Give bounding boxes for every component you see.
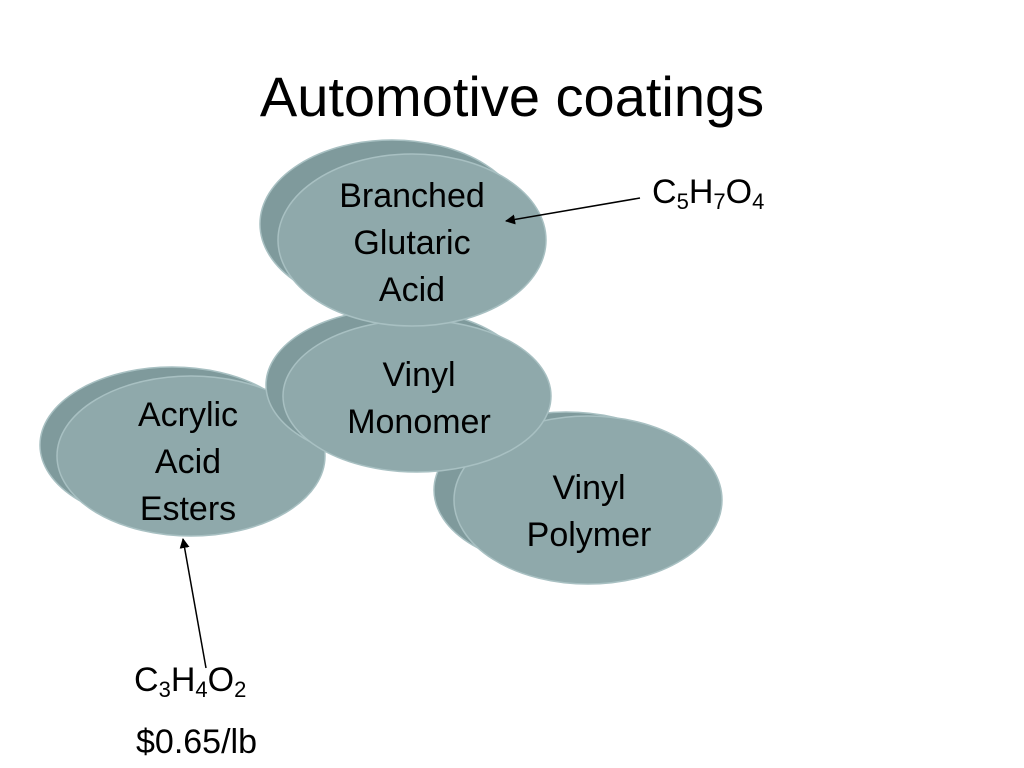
label-line: Monomer	[347, 403, 491, 441]
label-vinyl-polymer: Vinyl Polymer	[489, 465, 689, 559]
label-line: Vinyl	[382, 356, 456, 394]
label-line: Acid	[154, 443, 222, 481]
label-line: Esters	[139, 490, 237, 528]
price-label: $0.65/lb	[136, 723, 257, 761]
arrow-acrylic-formula	[179, 538, 207, 669]
element-symbol: O	[207, 661, 235, 699]
subscript: 2	[234, 677, 247, 702]
disk-face	[277, 153, 547, 327]
element-symbol: C	[652, 173, 677, 211]
disk-face	[453, 415, 723, 585]
formula-glutaric: C5H7O4	[652, 172, 765, 214]
element-symbol: O	[725, 173, 753, 211]
label-line: Acid	[378, 271, 446, 309]
label-acrylic-acid-esters: Acrylic Acid Esters	[88, 392, 288, 533]
subscript: 7	[713, 189, 726, 214]
label-line: Vinyl	[552, 469, 626, 507]
slide-title: Automotive coatings	[259, 65, 765, 128]
subscript: 5	[676, 189, 689, 214]
element-symbol: H	[688, 173, 714, 211]
label-vinyl-monomer: Vinyl Monomer	[319, 352, 519, 446]
disk-vinyl-polymer	[433, 411, 723, 585]
subscript: 3	[158, 677, 171, 702]
disk-face	[56, 375, 326, 537]
label-branched-glutaric-acid: Branched Glutaric Acid	[312, 173, 512, 314]
label-line: Branched	[339, 177, 485, 215]
label-line: Glutaric	[353, 224, 471, 262]
disk-branched-glutaric-acid	[259, 139, 547, 327]
formula-acrylic: C3H4O2	[134, 660, 247, 702]
subscript: 4	[752, 189, 765, 214]
element-symbol: C	[134, 661, 159, 699]
disk-acrylic-acid-esters	[39, 366, 326, 537]
arrow-glutaric-formula	[505, 197, 641, 225]
label-line: Acrylic	[137, 396, 239, 434]
subscript: 4	[195, 677, 208, 702]
label-line: Polymer	[526, 516, 652, 554]
element-symbol: H	[170, 661, 196, 699]
